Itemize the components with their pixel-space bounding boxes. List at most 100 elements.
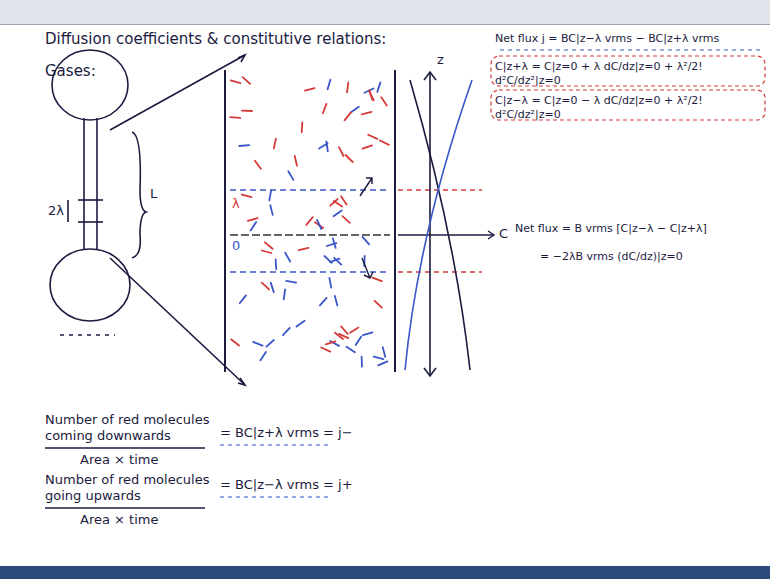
- molecule: [350, 327, 358, 332]
- molecule: [275, 259, 277, 269]
- equation: Net flux = B vrms [C|z−λ − C|z+λ]: [515, 222, 707, 236]
- molecule: [324, 256, 331, 263]
- molecule: [347, 347, 355, 353]
- molecule: [334, 211, 342, 217]
- molecule: [362, 112, 372, 115]
- molecule: [369, 91, 374, 100]
- molecule: [286, 281, 296, 283]
- molecule: [305, 88, 315, 91]
- molecule: [356, 337, 361, 345]
- molecules: [230, 77, 389, 367]
- molecule: [319, 143, 328, 148]
- fraction-denominator: Area × time: [80, 452, 158, 468]
- molecule: [381, 97, 387, 105]
- molecule: [369, 90, 372, 100]
- dimension-label: L: [150, 186, 157, 202]
- axis-label: z: [437, 52, 444, 68]
- molecule: [299, 248, 309, 250]
- molecule: [253, 342, 262, 346]
- molecule: [274, 139, 276, 149]
- slide-title: Diffusion coefficients & constitutive re…: [45, 30, 386, 49]
- molecule: [251, 222, 257, 230]
- molecule: [284, 289, 285, 299]
- molecule: [262, 251, 272, 254]
- molecule: [329, 278, 331, 288]
- apparatus: [50, 50, 245, 385]
- molecule: [341, 196, 347, 204]
- toolbar-edge: [0, 24, 770, 25]
- equation: = BC|z−λ vrms = j+: [220, 477, 353, 493]
- fraction-numerator: Number of red molecules coming downwards: [45, 412, 210, 445]
- molecule: [262, 283, 269, 290]
- molecule: [248, 218, 258, 221]
- molecule: [341, 326, 348, 334]
- molecule: [380, 141, 389, 145]
- equation: C|z+λ = C|z=0 + λ dC/dz|z=0 + λ²/2! d²C/…: [495, 60, 761, 88]
- molecule: [320, 298, 327, 305]
- molecule: [306, 217, 313, 225]
- molecule: [363, 332, 373, 335]
- equation: Net flux j = BC|z−λ vrms − BC|z+λ vrms: [495, 32, 719, 46]
- molecule: [269, 191, 271, 201]
- section-heading: Gases:: [45, 62, 96, 81]
- molecule: [271, 283, 274, 293]
- molecule: [347, 83, 348, 93]
- molecule: [317, 220, 321, 229]
- fraction-denominator: Area × time: [80, 512, 158, 528]
- molecule: [346, 155, 353, 162]
- molecule: [265, 242, 273, 248]
- molecule: [372, 278, 381, 282]
- molecule: [375, 301, 382, 308]
- molecule: [368, 135, 377, 139]
- molecule: [378, 361, 387, 365]
- molecule: [363, 237, 370, 245]
- molecule: [333, 238, 336, 248]
- equation: C|z−λ = C|z=0 − λ dC/dz|z=0 + λ²/2! d²C/…: [495, 94, 761, 122]
- molecule: [288, 171, 293, 180]
- molecule: [242, 195, 252, 198]
- molecule: [326, 341, 336, 344]
- underlines: [220, 50, 760, 497]
- molecule: [285, 253, 290, 262]
- molecule: [239, 144, 249, 147]
- molecule: [383, 347, 386, 357]
- molecule: [240, 295, 246, 303]
- plane-label: λ: [232, 196, 240, 212]
- molecule: [334, 201, 342, 207]
- molecule: [343, 216, 350, 223]
- molecule: [339, 147, 344, 156]
- equation: = BC|z+λ vrms = j−: [220, 425, 353, 441]
- molecule: [231, 339, 239, 345]
- molecule: [361, 357, 363, 367]
- molecule: [266, 340, 273, 347]
- z-axis: [405, 72, 472, 376]
- plane-label: 0: [232, 238, 240, 254]
- taskbar: [0, 566, 770, 579]
- molecule: [321, 348, 330, 352]
- molecule: [230, 116, 240, 119]
- molecule: [270, 205, 272, 215]
- molecule: [323, 104, 327, 113]
- toolbar: [0, 0, 770, 24]
- molecule: [255, 161, 261, 169]
- molecule: [242, 110, 252, 112]
- zoom-walls: [225, 70, 395, 372]
- molecule: [377, 82, 380, 92]
- molecule: [335, 333, 343, 339]
- molecule: [328, 80, 331, 90]
- molecule: [363, 145, 372, 148]
- molecule: [243, 77, 250, 84]
- equation: = −2λB vrms (dC/dz)|z=0: [540, 250, 683, 264]
- molecule: [283, 328, 290, 335]
- molecule: [297, 321, 305, 327]
- fraction-numerator: Number of red molecules going upwards: [45, 472, 210, 505]
- molecule: [351, 107, 359, 113]
- molecule: [295, 156, 297, 166]
- molecule: [374, 357, 384, 359]
- molecule: [335, 296, 338, 306]
- molecule: [261, 352, 266, 360]
- molecule: [301, 122, 303, 132]
- molecule: [345, 113, 351, 121]
- dimension-label: 2λ: [48, 203, 64, 219]
- axis-label: C: [499, 226, 508, 242]
